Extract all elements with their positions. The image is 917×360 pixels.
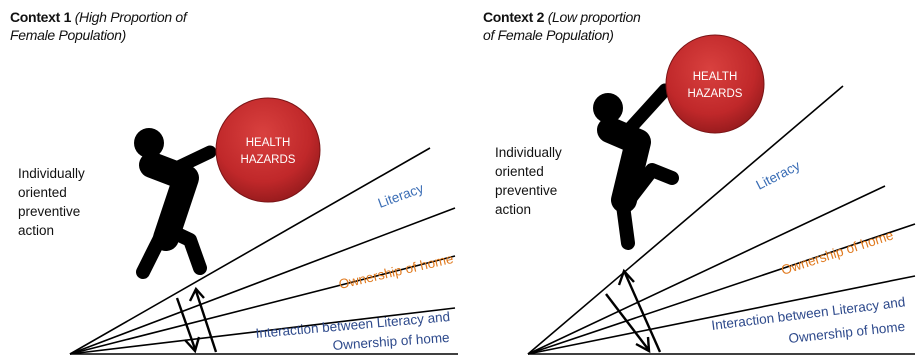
fan-lines — [527, 85, 916, 355]
slope-line — [69, 147, 431, 355]
context-1-panel: HEALTH HAZARDS Literacy Ownership of hom… — [10, 8, 458, 355]
person-head — [134, 128, 164, 158]
person-leg-back — [615, 191, 635, 250]
literacy-label: Literacy — [754, 158, 803, 193]
person-head — [593, 93, 623, 123]
person-icon — [134, 128, 217, 279]
context-1-graphic: HEALTH HAZARDS Literacy Ownership of hom… — [69, 97, 458, 355]
ball-label-line2: HAZARDS — [688, 88, 743, 100]
ball-label-line1: HEALTH — [693, 71, 738, 83]
person-arm — [618, 83, 672, 141]
context-2-title: Context 2 (Low proportion of Female Popu… — [483, 8, 643, 44]
arrow-up-head — [188, 286, 205, 302]
ball-label-line1: HEALTH — [246, 137, 291, 149]
arrow-down — [605, 293, 649, 350]
arrow-down-head — [635, 336, 651, 354]
context-1-title: Context 1 (High Proportion of Female Pop… — [10, 8, 225, 44]
arrows — [175, 286, 218, 354]
person-leg-back — [136, 225, 170, 279]
context-2-graphic: HEALTH HAZARDS Literacy Ownership of hom… — [527, 34, 916, 355]
slope-line — [527, 85, 844, 355]
ownership-label: Ownership of home — [779, 227, 895, 277]
context-2-title-bold: Context 2 — [483, 9, 545, 25]
ownership-line — [527, 223, 916, 355]
person-arm — [161, 145, 217, 179]
interaction-label-line2: Ownership of home — [332, 330, 450, 353]
context-2-action-label: Individually oriented preventive action — [495, 145, 562, 217]
context-2-title-sub: (Low proportion of Female Population) — [483, 9, 641, 43]
person-icon — [593, 83, 679, 250]
ball-label-line2: HAZARDS — [241, 154, 296, 166]
fan-lines — [69, 147, 458, 355]
literacy-label: Literacy — [376, 180, 426, 210]
person-leg-front — [625, 163, 679, 203]
person-leg-front — [166, 225, 207, 275]
arrow-down-head — [184, 336, 201, 354]
arrow-down — [175, 297, 197, 350]
ownership-label: Ownership of home — [337, 251, 454, 292]
literacy-line — [69, 207, 456, 355]
health-hazards-ball — [665, 34, 765, 134]
literacy-line — [527, 185, 886, 355]
arrow-up — [194, 290, 218, 353]
arrows — [605, 268, 662, 354]
interaction-line — [527, 275, 916, 355]
arrow-up-head — [617, 268, 635, 286]
interaction-line — [69, 307, 456, 355]
context-1-title-bold: Context 1 — [10, 9, 72, 25]
arrow-up — [623, 272, 662, 353]
context-1-action-label: Individually oriented preventive action — [18, 166, 85, 238]
context-2-panel: HEALTH HAZARDS Literacy Ownership of hom… — [460, 0, 917, 360]
ownership-line — [69, 255, 456, 355]
context-1-title-sub: (High Proportion of Female Population) — [10, 9, 187, 43]
health-hazards-ball — [215, 97, 321, 203]
interaction-label-line2: Ownership of home — [788, 319, 906, 346]
